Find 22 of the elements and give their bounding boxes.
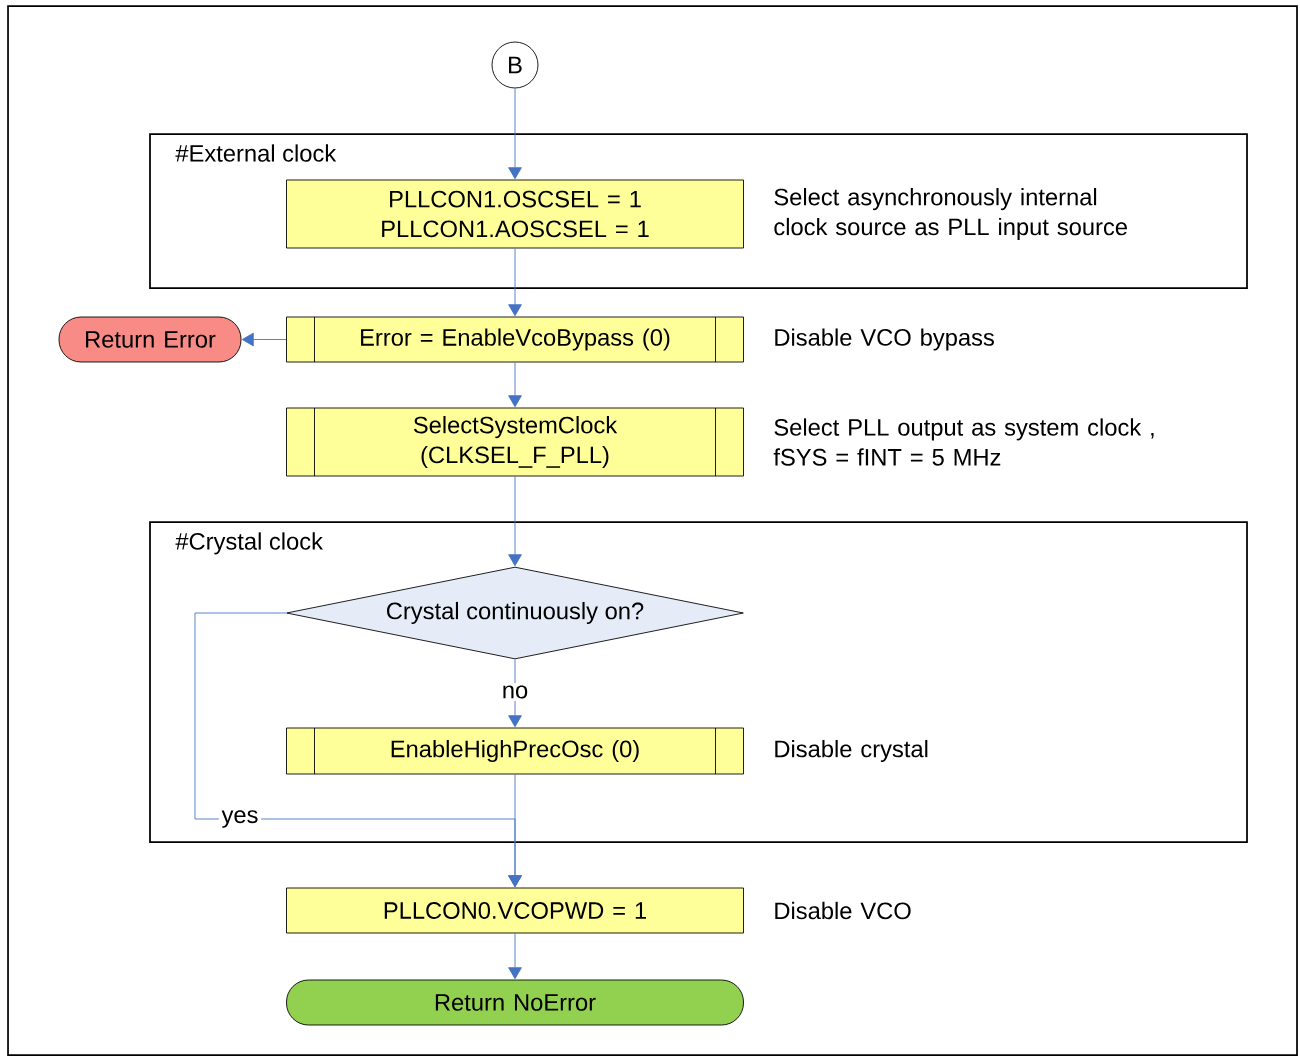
arrow — [508, 659, 522, 728]
subprocess-box: Error = EnableVcoBypass (0) — [286, 316, 744, 363]
arrow — [508, 933, 522, 980]
arrow — [508, 362, 522, 408]
description-text: Select PLL output as system clock , fSYS = fINT = 5 MHz — [773, 418, 1154, 466]
edge-label: no — [499, 682, 531, 702]
process-box: PLLCON0.VCOPWD = 1 — [286, 887, 744, 934]
arrow — [508, 248, 522, 317]
arrow — [241, 332, 287, 347]
subprocess-box: SelectSystemClock (CLKSEL_F_PLL) — [286, 407, 744, 477]
arrow — [508, 476, 522, 567]
terminator: Return Error — [58, 316, 242, 363]
arrow — [508, 774, 522, 888]
description-text: Select asynchronously internal clock source as PLL input source — [774, 188, 1127, 240]
subprocess-box: EnableHighPrecOsc (0) — [286, 727, 744, 775]
description-text: Disable crystal — [775, 739, 928, 763]
process-box: PLLCON1.OSCSEL = 1 PLLCON1.AOSCSEL = 1 — [286, 179, 744, 249]
description-text: Disable VCO bypass — [775, 328, 994, 351]
edge-label: yes — [218, 807, 262, 831]
terminator: Return NoError — [286, 979, 744, 1026]
description-text: Disable VCO — [775, 901, 911, 920]
arrow — [508, 88, 522, 180]
